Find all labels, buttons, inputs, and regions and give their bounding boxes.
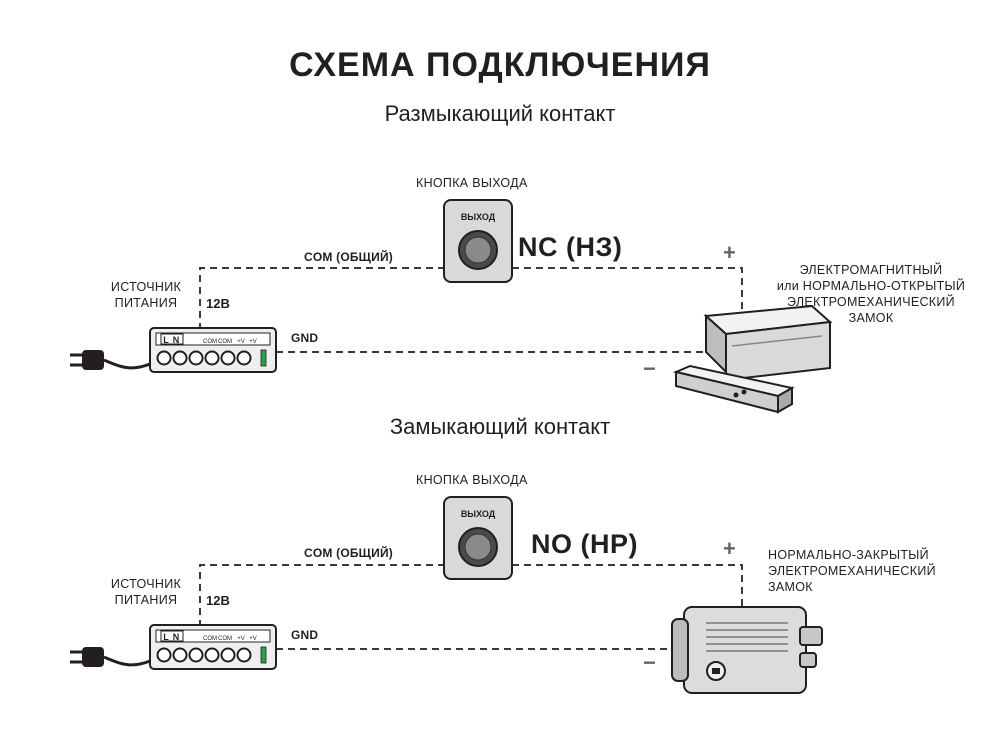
mech-lock-keyhole — [712, 668, 720, 674]
contact-type-label: NC (НЗ) — [518, 232, 623, 262]
minus-terminal-label: − — [643, 650, 656, 675]
led-indicator — [260, 349, 267, 367]
lock-description-line: НОРМАЛЬНО-ЗАКРЫТЫЙ — [768, 548, 929, 562]
screw-terminal — [220, 350, 236, 366]
plug-body — [82, 647, 104, 667]
terminal-label: N — [173, 632, 180, 642]
screw-terminal — [156, 350, 172, 366]
plus-terminal-label: + — [723, 536, 736, 561]
mech-lock-bolt — [799, 626, 823, 646]
com-wire-label: COM (ОБЩИЙ) — [304, 250, 393, 264]
gnd-wire-label: GND — [291, 331, 319, 345]
screw-terminal — [172, 350, 188, 366]
lock-description-line: ЭЛЕКТРОМАГНИТНЫЙ — [799, 263, 943, 277]
terminal-label: COM — [203, 339, 217, 345]
power-cable — [103, 655, 151, 667]
lock-description-line: ЭЛЕКТРОМЕХАНИЧЕСКИЙ — [787, 295, 955, 309]
com-wire — [199, 267, 444, 330]
screw-terminal — [204, 350, 220, 366]
positive-wire — [512, 267, 743, 310]
screw-terminal — [156, 647, 172, 663]
section-subtitle: Размыкающий контакт — [384, 101, 616, 126]
voltage-label: 12В — [206, 593, 230, 608]
exit-button-push — [464, 533, 492, 561]
page-title: СХЕМА ПОДКЛЮЧЕНИЯ — [289, 46, 711, 84]
screw-terminal — [220, 647, 236, 663]
terminal-label: L — [163, 632, 169, 642]
terminal-label-strip — [155, 629, 271, 643]
terminal-label-strip — [155, 332, 271, 346]
maglock-front — [725, 320, 831, 382]
voltage-label: 12В — [206, 296, 230, 311]
psu-label: ИСТОЧНИК ПИТАНИЯ — [110, 577, 182, 607]
mech-lock-faceplate — [671, 618, 689, 682]
terminal-label: +V — [249, 636, 257, 642]
screw-terminal — [236, 647, 252, 663]
mech-lock-latch — [799, 652, 817, 668]
lock-description-line: ЗАМОК — [768, 580, 813, 594]
armature-plate-side — [777, 386, 793, 414]
terminal-label: L — [163, 335, 169, 345]
led-indicator — [260, 646, 267, 664]
exit-button-push — [464, 236, 492, 264]
gnd-wire-label: GND — [291, 628, 319, 642]
maglock-groove — [731, 335, 823, 347]
screw-terminal — [204, 647, 220, 663]
screw-terminal — [172, 647, 188, 663]
com-wire — [199, 564, 444, 627]
contact-type-label: NO (НР) — [531, 529, 638, 559]
plus-terminal-label: + — [723, 240, 736, 265]
ln-box — [160, 630, 184, 642]
screw-terminal — [236, 350, 252, 366]
terminal-label: +V — [237, 339, 245, 345]
button-caption: КНОПКА ВЫХОДА — [416, 176, 528, 190]
minus-terminal-label: − — [643, 356, 656, 381]
terminal-label: N — [173, 335, 180, 345]
terminal-label: +V — [237, 636, 245, 642]
ln-box — [160, 333, 184, 345]
lock-description-line: ЗАМОК — [848, 311, 894, 325]
terminal-label: COM — [218, 339, 232, 345]
screw-terminal — [188, 350, 204, 366]
terminal-label: +V — [249, 339, 257, 345]
button-caption: КНОПКА ВЫХОДА — [416, 473, 528, 487]
plug-body — [82, 350, 104, 370]
terminal-label: COM — [203, 636, 217, 642]
mech-lock-body — [683, 606, 807, 694]
armature-hole — [741, 389, 747, 395]
com-wire-label: COM (ОБЩИЙ) — [304, 546, 393, 560]
positive-wire — [512, 564, 743, 607]
lock-description: НОРМАЛЬНО-ЗАКРЫТЫЙ ЭЛЕКТРОМЕХАНИЧЕСКИЙ З… — [768, 547, 936, 595]
psu-label: ИСТОЧНИК ПИТАНИЯ — [110, 280, 182, 310]
power-cable — [103, 358, 151, 370]
lock-description-line: или НОРМАЛЬНО-ОТКРЫТЫЙ — [776, 279, 966, 293]
screw-terminal — [188, 647, 204, 663]
armature-hole — [733, 392, 739, 398]
exit-button-label: ВЫХОД — [461, 509, 496, 519]
exit-button-label: ВЫХОД — [461, 212, 496, 222]
lock-description: ЭЛЕКТРОМАГНИТНЫЙ или НОРМАЛЬНО-ОТКРЫТЫЙ … — [766, 262, 976, 326]
terminal-label: COM — [218, 636, 232, 642]
lock-description-line: ЭЛЕКТРОМЕХАНИЧЕСКИЙ — [768, 564, 936, 578]
section-subtitle: Замыкающий контакт — [389, 414, 611, 439]
